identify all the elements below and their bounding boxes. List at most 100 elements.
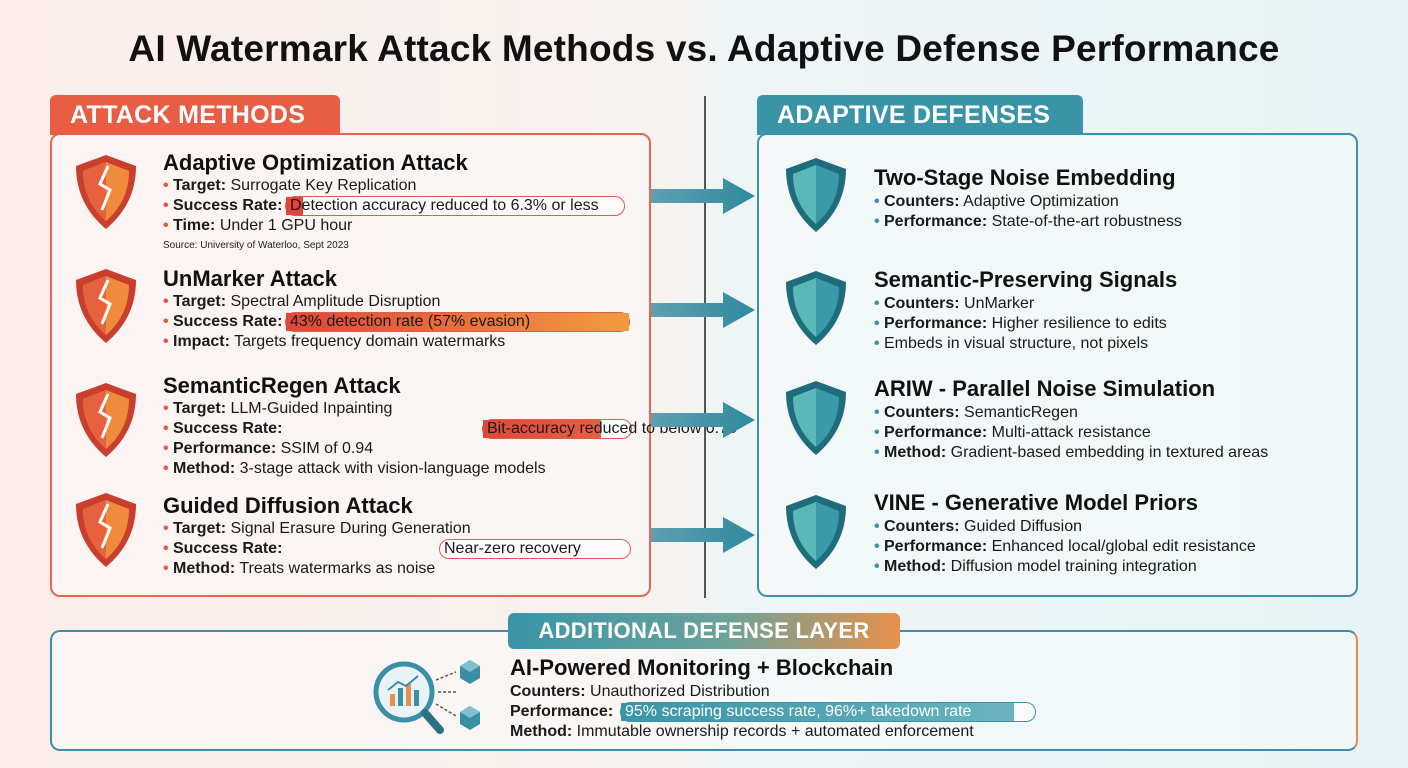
performance-bar-fill	[621, 703, 1015, 721]
adaptive-defenses-tab: ADAPTIVE DEFENSES	[757, 95, 1083, 135]
shield-icon	[786, 271, 846, 345]
bullet: •	[874, 538, 880, 555]
item-line: •Success Rate:	[163, 312, 282, 332]
bullet: •	[874, 193, 880, 210]
line-value: 3-stage attack with vision-language mode…	[239, 460, 546, 477]
broken-shield-icon	[76, 269, 136, 343]
line-value: SemanticRegen	[964, 404, 1078, 421]
bullet: •	[163, 440, 169, 457]
item-line: •Performance: State-of-the-art robustnes…	[874, 212, 1182, 232]
line-label: Performance:	[173, 440, 277, 457]
line-label: Impact:	[173, 333, 230, 350]
broken-shield-icon	[76, 155, 136, 229]
additional-defense-panel	[50, 630, 1358, 751]
attack-title: UnMarker Attack	[163, 266, 338, 291]
item-line: •Performance: Multi-attack resistance	[874, 423, 1151, 443]
success-rate-bar-fill	[286, 197, 303, 215]
line-label: Target:	[173, 177, 227, 194]
bullet: •	[163, 400, 169, 417]
line-label: Success Rate:	[173, 540, 283, 557]
item-line: •Impact: Targets frequency domain waterm…	[163, 332, 505, 352]
item-line: •Success Rate:	[163, 419, 282, 439]
item-line: •Success Rate:	[163, 539, 282, 559]
success-rate-bar: Near-zero recovery	[439, 539, 631, 559]
line-label: Success Rate:	[173, 420, 283, 437]
line-value: LLM-Guided Inpainting	[230, 400, 393, 417]
item-line: •Time: Under 1 GPU hour	[163, 216, 352, 236]
line-value: Near-zero recovery	[444, 540, 581, 557]
item-line: •Method: Diffusion model training integr…	[874, 557, 1197, 577]
bullet: •	[874, 213, 880, 230]
bullet: •	[874, 424, 880, 441]
bullet: •	[163, 177, 169, 194]
line-label: Method:	[884, 444, 947, 461]
success-rate-bar: 43% detection rate (57% evasion)	[285, 312, 630, 332]
line-value: Multi-attack resistance	[991, 424, 1151, 441]
broken-shield-icon	[76, 493, 136, 567]
bullet: •	[874, 295, 880, 312]
defense-title: Semantic-Preserving Signals	[874, 267, 1178, 292]
line-label: Success Rate:	[173, 313, 283, 330]
bullet: •	[874, 558, 880, 575]
bullet: •	[163, 460, 169, 477]
item-line: •Method: Gradient-based embedding in tex…	[874, 443, 1268, 463]
line-label: Method:	[173, 560, 236, 577]
item-line: •Performance: Enhanced local/global edit…	[874, 537, 1256, 557]
bullet: •	[874, 335, 880, 352]
arrow-right-icon	[651, 402, 755, 438]
line-label: Counters:	[884, 193, 960, 210]
bullet: •	[163, 293, 169, 310]
extra-line: Counters: Unauthorized Distribution	[510, 682, 770, 702]
line-label: Time:	[173, 217, 216, 234]
line-value: Spectral Amplitude Disruption	[230, 293, 441, 310]
bullet: •	[163, 217, 169, 234]
item-line: •Target: Spectral Amplitude Disruption	[163, 292, 440, 312]
bullet: •	[163, 313, 169, 330]
bullet: •	[874, 518, 880, 535]
item-line: •Target: LLM-Guided Inpainting	[163, 399, 392, 419]
line-label: Target:	[173, 293, 227, 310]
item-line: •Counters: Guided Diffusion	[874, 517, 1082, 537]
line-value: UnMarker	[964, 295, 1035, 312]
arrow-right-icon	[651, 292, 755, 328]
line-label: Counters:	[510, 683, 586, 700]
shield-icon	[786, 495, 846, 569]
line-value: 95% scraping success rate, 96%+ takedown…	[625, 703, 972, 720]
attack-title: Guided Diffusion Attack	[163, 493, 413, 518]
line-label: Performance:	[884, 213, 988, 230]
line-label: Counters:	[884, 404, 960, 421]
attack-title: SemanticRegen Attack	[163, 373, 401, 398]
item-line: •Performance: SSIM of 0.94	[163, 439, 373, 459]
line-label: Success Rate:	[173, 197, 283, 214]
arrow-right-icon	[651, 178, 755, 214]
performance-bar: 95% scraping success rate, 96%+ takedown…	[620, 702, 1036, 722]
extra-line: Method: Immutable ownership records + au…	[510, 722, 974, 742]
line-value: Adaptive Optimization	[963, 193, 1119, 210]
line-value: State-of-the-art robustness	[991, 213, 1182, 230]
defense-title: Two-Stage Noise Embedding	[874, 165, 1176, 190]
source-note: Source: University of Waterloo, Sept 202…	[163, 240, 349, 251]
line-label: Method:	[884, 558, 947, 575]
defense-title: VINE - Generative Model Priors	[874, 490, 1198, 515]
extra-title: AI-Powered Monitoring + Blockchain	[510, 655, 894, 680]
success-rate-bar: Detection accuracy reduced to 6.3% or le…	[285, 196, 625, 216]
line-value: 43% detection rate (57% evasion)	[290, 313, 531, 330]
line-label: Target:	[173, 400, 227, 417]
item-line: •Target: Surrogate Key Replication	[163, 176, 416, 196]
monitoring-blockchain-icon	[373, 660, 480, 734]
bullet: •	[163, 540, 169, 557]
line-label: Counters:	[884, 518, 960, 535]
line-value: Signal Erasure During Generation	[230, 520, 471, 537]
page-title: AI Watermark Attack Methods vs. Adaptive…	[128, 28, 1280, 69]
line-value: Immutable ownership records + automated …	[576, 723, 974, 740]
line-label: Performance:	[884, 424, 988, 441]
shield-icon	[786, 158, 846, 232]
bullet: •	[874, 315, 880, 332]
attack-methods-tab: ATTACK METHODS	[50, 95, 340, 135]
item-line: •Method: Treats watermarks as noise	[163, 559, 435, 579]
bullet: •	[163, 420, 169, 437]
arrow-right-icon	[651, 517, 755, 553]
item-line: •Success Rate:	[163, 196, 282, 216]
center-divider	[704, 96, 706, 598]
success-rate-bar: Bit-accuracy reduced to below 0.75	[482, 419, 737, 439]
